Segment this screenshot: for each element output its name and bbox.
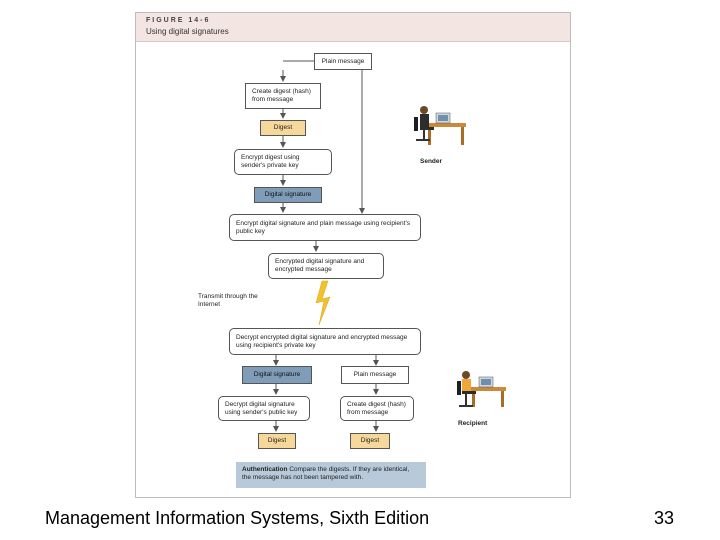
decrypt-signature-box: Decrypt digital signature using sender's… — [218, 396, 310, 421]
lightning-icon — [315, 280, 331, 326]
digital-signature-box: Digital signature — [242, 366, 312, 384]
create-digest-box: Create digest (hash) from message — [245, 83, 321, 109]
plain-message-box: Plain message — [341, 366, 409, 384]
digest-box: Digest — [260, 120, 306, 136]
digital-signature-box: Digital signature — [254, 187, 322, 203]
digest-box: Digest — [258, 433, 296, 449]
plain-message-box: Plain message — [314, 53, 372, 70]
encrypt-digest-box: Encrypt digest using sender's private ke… — [234, 149, 332, 175]
figure-label: FIGURE 14-6 — [146, 17, 211, 24]
page-number: 33 — [654, 508, 675, 528]
create-digest-box: Create digest (hash) from message — [340, 396, 414, 421]
encrypt-both-box: Encrypt digital signature and plain mess… — [229, 214, 421, 241]
decrypt-both-box: Decrypt encrypted digital signature and … — [229, 328, 421, 355]
digest-box: Digest — [350, 433, 390, 449]
authentication-heading: Authentication — [242, 466, 288, 473]
transmit-label: Transmit through the Internet — [198, 293, 258, 308]
sender-label: Sender — [420, 158, 443, 165]
sender-computer-icon — [414, 106, 466, 145]
encrypted-both-box: Encrypted digital signature and encrypte… — [268, 253, 384, 279]
footer-title: Management Information Systems, Sixth Ed… — [45, 508, 430, 528]
authentication-note: Authentication Compare the digests. If t… — [236, 462, 426, 488]
recipient-label: Recipient — [458, 420, 488, 427]
recipient-computer-icon — [457, 371, 506, 407]
authentication-text: Compare the digests. If they are identic… — [242, 466, 410, 481]
figure-header: FIGURE 14-6 Using digital signatures — [136, 13, 570, 42]
figure-panel: FIGURE 14-6 Using digital signatures — [135, 12, 571, 498]
figure-title: Using digital signatures — [146, 27, 229, 36]
